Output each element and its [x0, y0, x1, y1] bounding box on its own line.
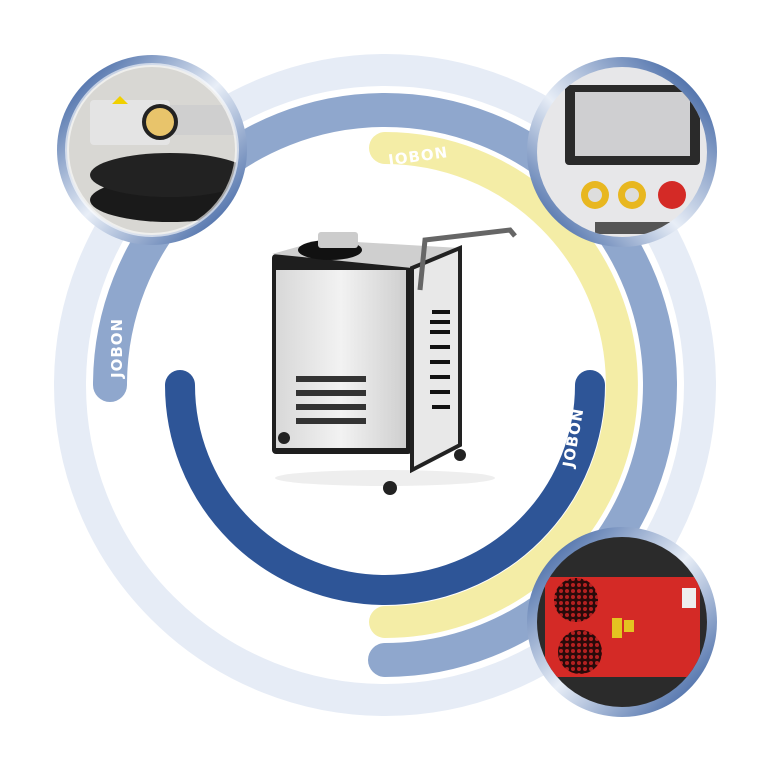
laser-machine-image: [272, 227, 517, 495]
detail-circle-laser-head: [57, 55, 247, 245]
detail-circle-control-panel: [527, 57, 717, 247]
yellow-ring: [369, 132, 638, 638]
inner-ring: [165, 370, 605, 605]
detail-circle-laser-source: [527, 527, 717, 717]
outer-ring: [54, 54, 716, 716]
brand-label-left: JOBON: [108, 318, 126, 379]
